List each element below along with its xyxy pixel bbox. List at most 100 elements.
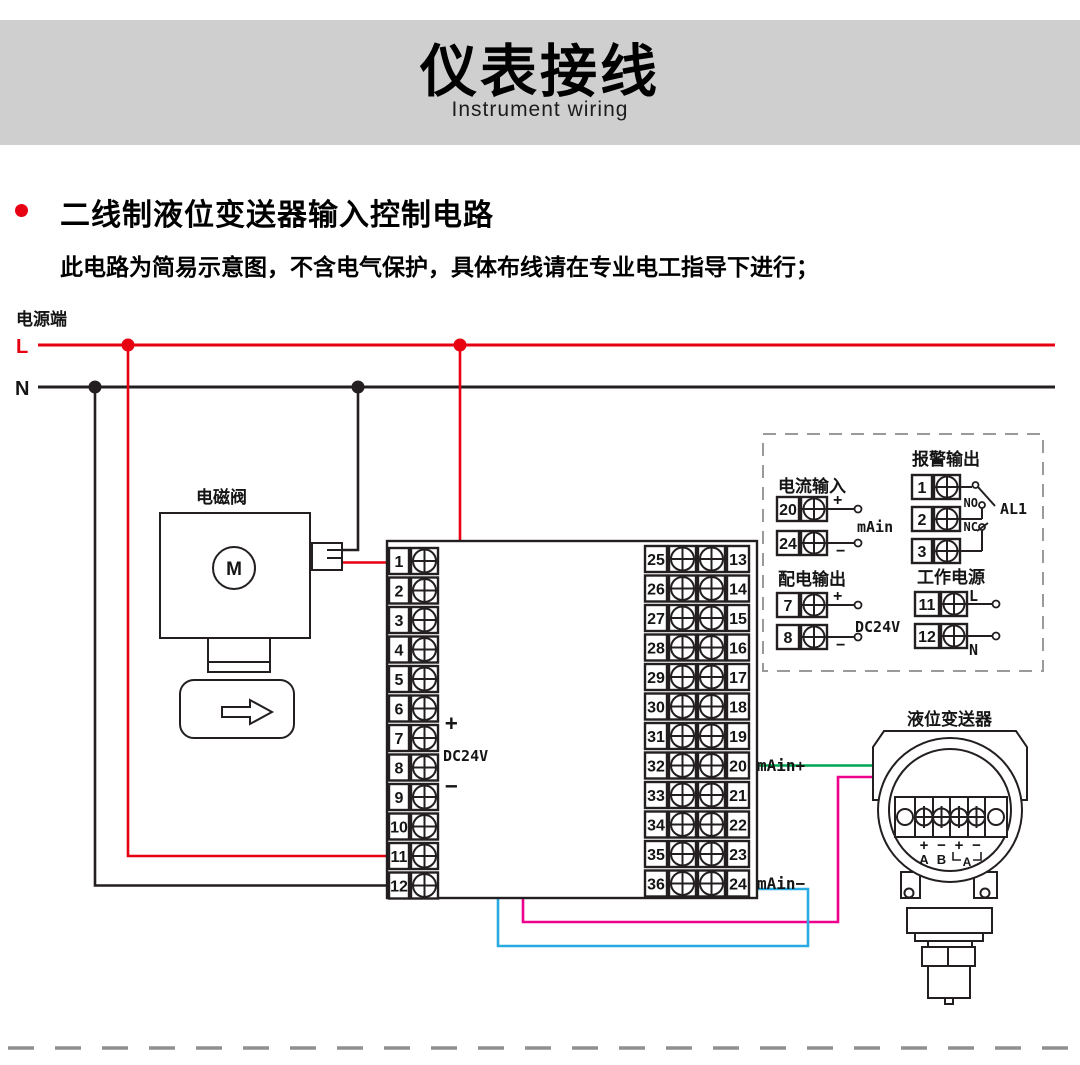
wire-neutral-to-terminal12 — [93, 387, 424, 887]
blank-terminal — [896, 808, 914, 826]
wire-end-point — [991, 631, 1001, 641]
terminal-number: 26 — [647, 582, 665, 599]
terminal-number: 17 — [729, 670, 747, 687]
transmitter-screws — [914, 806, 986, 828]
wire-end-point — [853, 538, 863, 548]
terminal-number-cell — [643, 810, 669, 839]
terminal-number-cell — [643, 780, 669, 810]
terminal-number-cell — [913, 590, 941, 618]
wp-live-label: L — [969, 587, 978, 605]
terminal-number-cell — [725, 839, 751, 869]
flange — [906, 907, 993, 934]
polarity-sign: − — [972, 837, 981, 854]
work-power-title: 工作电源 — [917, 567, 985, 587]
no-label: NO — [964, 496, 978, 510]
terminal-number: 23 — [729, 847, 747, 864]
terminal-number-cell — [643, 751, 669, 780]
terminal-number: 16 — [729, 641, 747, 658]
wp-neutral-label: N — [969, 641, 978, 659]
terminal-number: 13 — [729, 552, 747, 569]
terminal-number: 34 — [647, 818, 665, 835]
channel-bracket — [952, 852, 982, 861]
solenoid-body — [159, 512, 311, 639]
terminal-number-cell — [910, 473, 934, 501]
dc24v-plus-sign: + — [445, 711, 458, 735]
terminal-number: 30 — [647, 700, 665, 717]
terminal-number-cell — [387, 694, 411, 723]
bullet-icon — [15, 204, 28, 217]
blank-terminal — [987, 808, 1005, 826]
terminal-number: 8 — [784, 630, 793, 647]
power-rails-label: 电源端 — [16, 309, 67, 329]
terminal-number-cell — [725, 603, 751, 633]
terminal-number-cell — [643, 692, 669, 721]
terminal-number: 20 — [779, 502, 797, 519]
page-title: 仪表接线 — [420, 39, 660, 104]
terminal-number: 19 — [729, 729, 747, 746]
terminal-number-cell — [643, 633, 669, 662]
nc-label: NC — [964, 520, 978, 534]
polarity-sign: − — [937, 837, 946, 854]
terminal-number-cell — [387, 841, 411, 871]
wire-live-to-terminal11 — [126, 345, 424, 858]
terminal-number: 14 — [729, 582, 747, 599]
terminal-number: 24 — [779, 536, 797, 553]
terminal-number-cell — [643, 544, 669, 574]
po-plus-sign: + — [833, 588, 842, 605]
terminal-number: 6 — [395, 702, 404, 719]
terminal-number-cell — [725, 721, 751, 751]
main-minus-label: mAin− — [757, 874, 806, 893]
terminal-number-cell — [725, 869, 751, 898]
terminal-number-cell — [387, 605, 411, 635]
transmitter-head-inner — [888, 748, 1012, 872]
terminal-number-cell — [725, 692, 751, 721]
terminal-number-cell — [387, 871, 411, 900]
terminal-number: 11 — [919, 597, 936, 614]
probe-tip — [944, 997, 954, 1005]
terminal-number-cell — [725, 810, 751, 839]
terminal-number: 10 — [390, 820, 408, 837]
flow-arrow-icon — [221, 698, 275, 726]
wire-neutral-to-solenoid — [330, 387, 360, 552]
power-output-title: 配电输出 — [778, 569, 846, 589]
terminal-number-cell — [910, 537, 934, 565]
section-title: 二线制液位变送器输入控制电路 — [60, 199, 494, 232]
terminal-number-cell — [387, 812, 411, 841]
terminal-number: 21 — [729, 788, 747, 805]
terminal-number-cell — [643, 662, 669, 692]
terminal-number: 15 — [729, 611, 747, 628]
terminal-number: 31 — [647, 729, 665, 746]
terminal-number: 20 — [729, 759, 747, 776]
power-output-group: 配电输出 78 + − DC24V — [775, 569, 900, 654]
dc24v-label: DC24V — [443, 747, 488, 765]
motor-symbol — [212, 546, 256, 590]
neutral-rail-label: N — [15, 378, 29, 400]
valve-neck — [207, 637, 271, 663]
terminal-number-cell — [725, 544, 751, 574]
terminal-number-cell — [387, 782, 411, 812]
power-rails: 电源端 L N — [15, 309, 1055, 400]
terminal-number: 8 — [395, 761, 404, 778]
terminal-number: 12 — [918, 629, 936, 646]
terminal-number: 18 — [729, 700, 747, 717]
main-plus-label: mAin+ — [757, 756, 806, 775]
dc24v-minus-sign: − — [445, 774, 458, 798]
terminal-number: 32 — [647, 759, 665, 776]
terminal-number-cell — [643, 574, 669, 603]
work-power-group: 工作电源 11 12 L N — [913, 567, 1001, 659]
alarm-output-terminals: 123 — [910, 473, 962, 565]
terminal-number-cell — [387, 546, 411, 576]
po-minus-sign: − — [836, 637, 845, 654]
po-dc24v-label: DC24V — [855, 618, 900, 636]
terminal-number: 12 — [390, 879, 408, 896]
terminal-number-cell — [725, 662, 751, 692]
solenoid-valve: 电磁阀 M — [159, 487, 343, 739]
terminal-number: 29 — [647, 670, 665, 687]
terminal-number-cell — [643, 721, 669, 751]
terminal-number: 1 — [918, 480, 927, 497]
terminal-number-cell — [725, 780, 751, 810]
